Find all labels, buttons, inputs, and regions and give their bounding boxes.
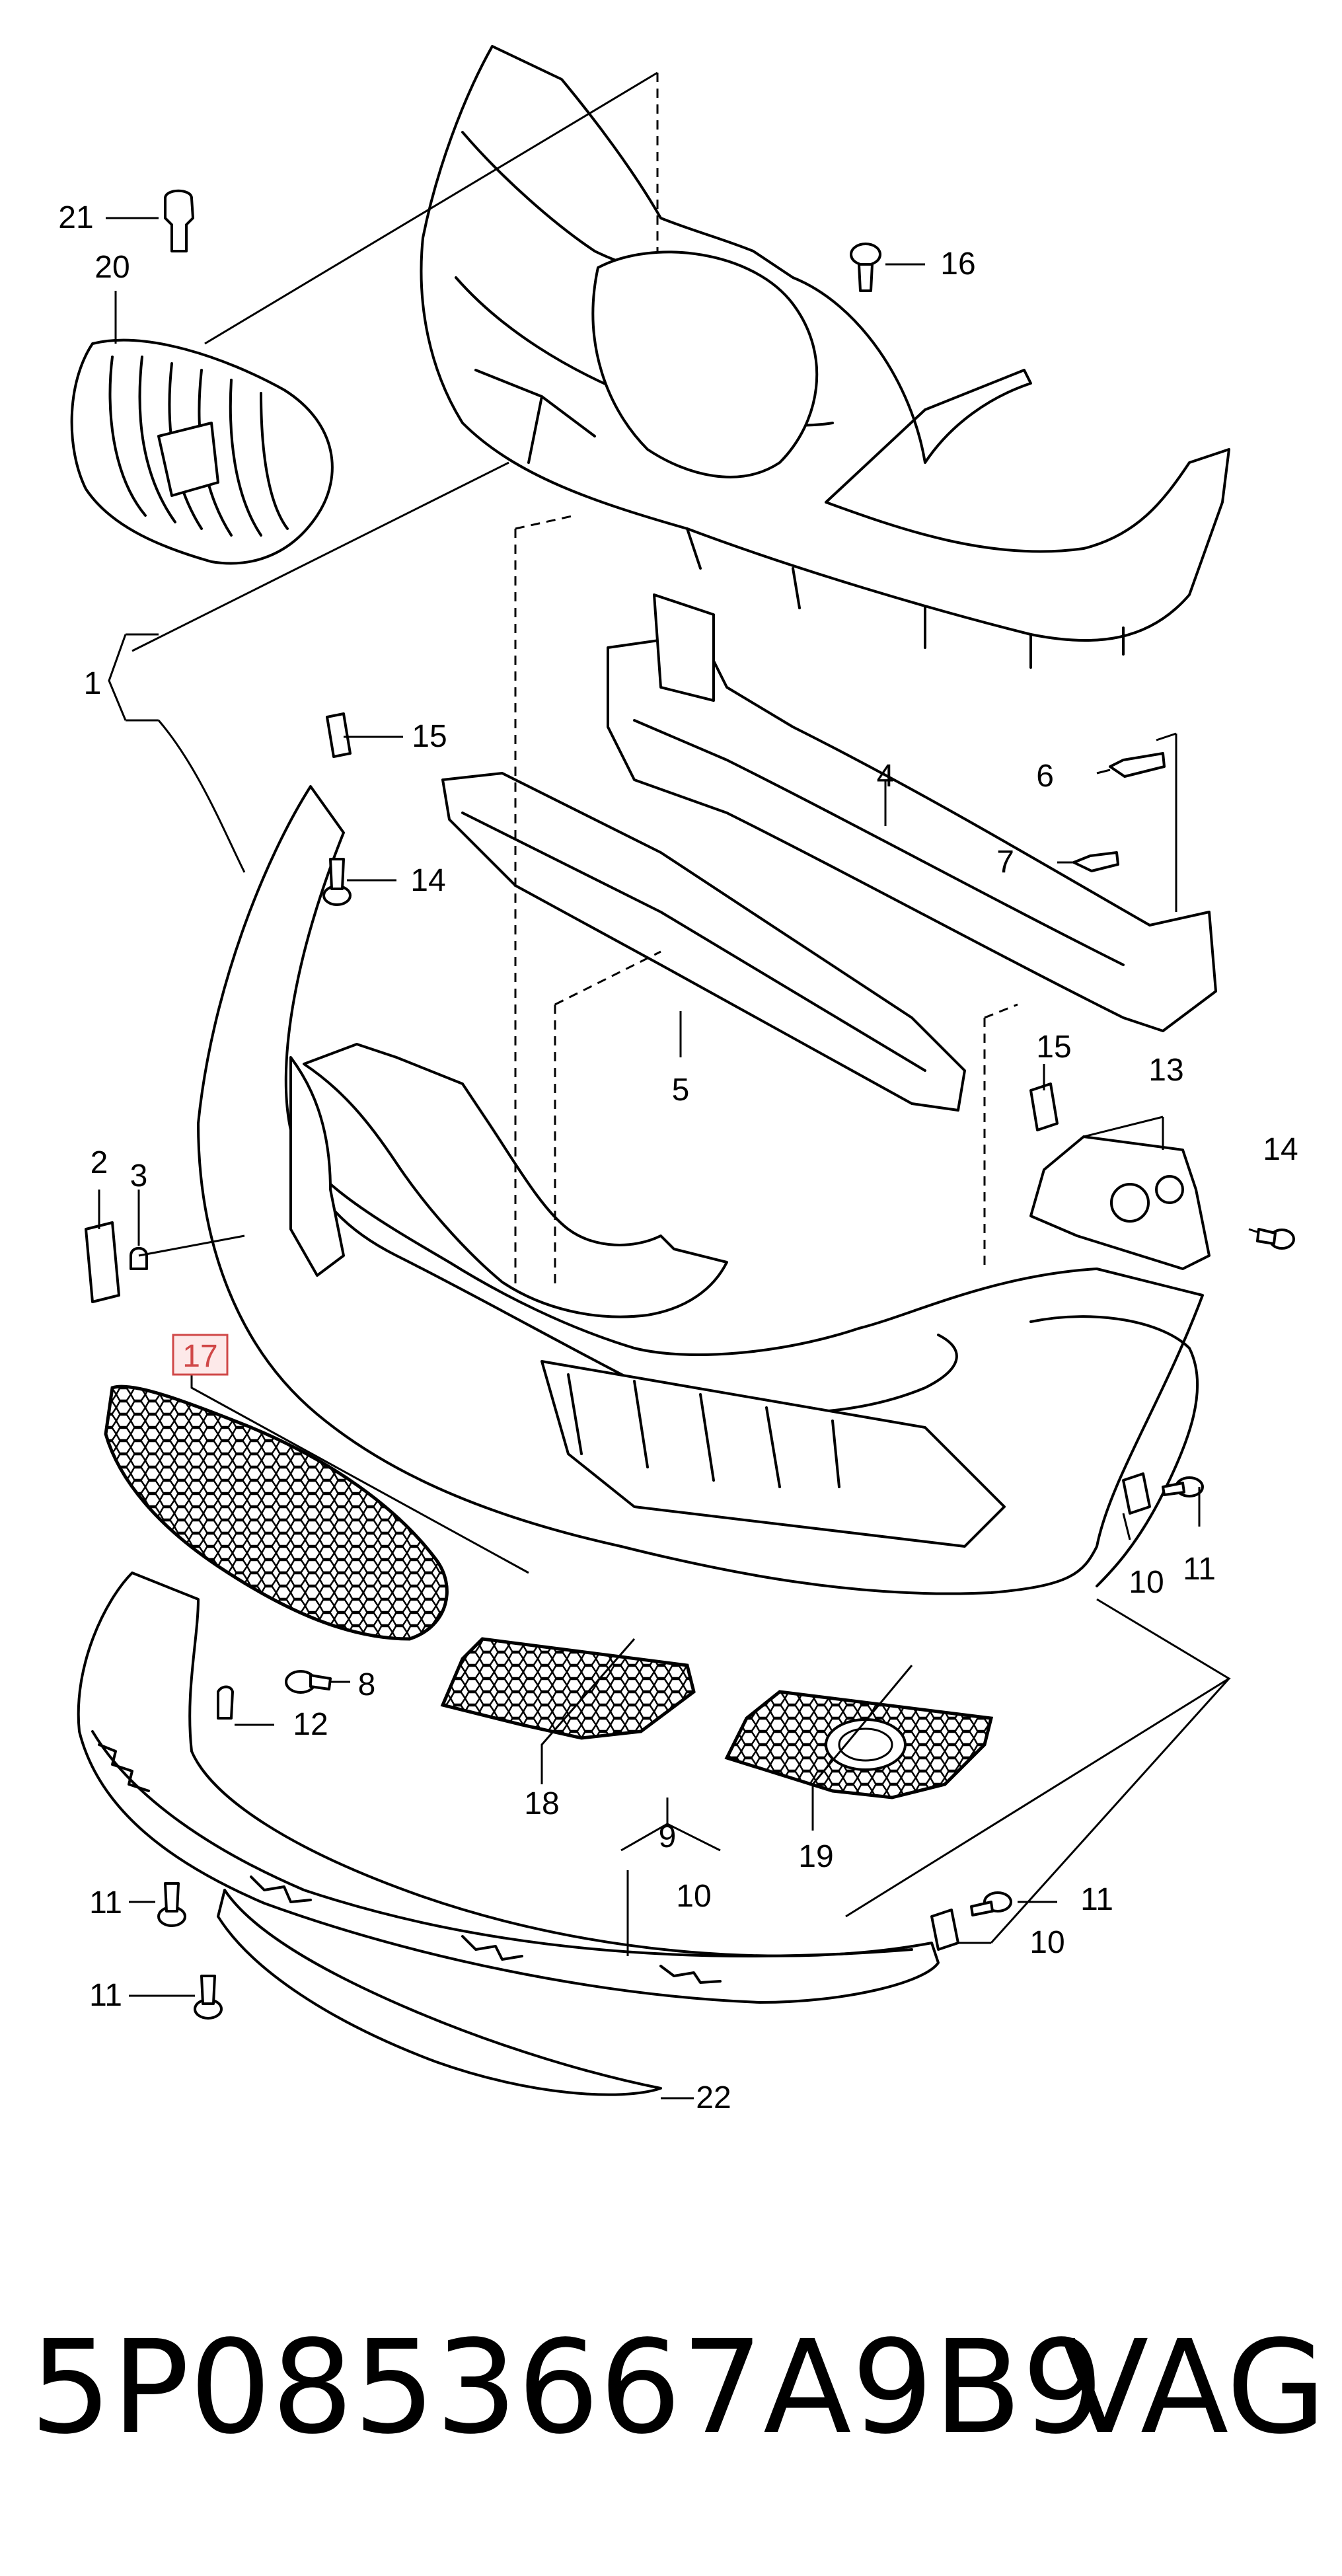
screw-14-left <box>322 858 352 906</box>
clip-15-upper <box>326 712 352 758</box>
callout-11-right-upper: 11 <box>1183 1552 1216 1587</box>
impact-absorber <box>441 772 966 1112</box>
callout-22: 22 <box>696 2080 731 2115</box>
callout-16: 16 <box>940 246 975 282</box>
callout-19: 19 <box>798 1839 833 1874</box>
nut-10-upper <box>1122 1472 1151 1515</box>
leader-lines <box>98 71 1259 2100</box>
callout-11-left-lower: 11 <box>89 1978 122 2013</box>
radiator-grille <box>70 338 334 565</box>
brand-caption: VAG <box>1061 2312 1326 2462</box>
callout-10-spoiler: 10 <box>676 1879 711 1914</box>
callout-21: 21 <box>58 200 93 235</box>
bumper-carrier <box>420 45 1230 669</box>
callout-2: 2 <box>91 1145 108 1180</box>
callout-17-highlight <box>172 1334 229 1376</box>
mounting-bracket-13 <box>1029 1135 1211 1270</box>
callout-9: 9 <box>659 1819 677 1854</box>
callout-10-upper: 10 <box>1129 1565 1164 1600</box>
bolt-6 <box>1109 752 1166 778</box>
clip-15-lower <box>1029 1082 1059 1131</box>
callout-14-left: 14 <box>410 863 445 898</box>
callout-12: 12 <box>293 1707 328 1742</box>
nut-10-lower <box>930 1909 959 1951</box>
lower-spoiler-9 <box>77 1572 940 2004</box>
callout-5: 5 <box>672 1073 690 1108</box>
screw-11-right-upper <box>1162 1476 1204 1497</box>
callout-labels: 1 2 3 4 5 6 7 8 9 10 10 10 11 11 11 11 1… <box>58 200 1298 2115</box>
callout-20: 20 <box>94 250 130 285</box>
clip-3 <box>130 1246 148 1270</box>
callout-11-right-lower: 11 <box>1080 1882 1113 1917</box>
cap-2 <box>85 1221 120 1303</box>
callout-14-right: 14 <box>1263 1132 1298 1167</box>
screw-8 <box>285 1670 332 1694</box>
callout-4: 4 <box>877 759 895 794</box>
screw-11-left-lower <box>194 1975 223 2020</box>
trim-strip-22 <box>217 1889 662 2096</box>
callout-10-lower: 10 <box>1029 1925 1064 1960</box>
callout-11-left-upper: 11 <box>89 1885 122 1920</box>
screw-11-left-upper <box>157 1882 186 1927</box>
bolt-7 <box>1072 851 1119 872</box>
callout-7: 7 <box>996 845 1014 880</box>
callout-15-upper: 15 <box>412 719 447 754</box>
callout-8: 8 <box>358 1667 376 1702</box>
callout-1: 1 <box>84 666 102 701</box>
part-number-caption: 5P0853667A9B9 <box>30 2312 1103 2462</box>
screw-14-right <box>1256 1228 1295 1250</box>
bumper-reinforcement <box>607 593 1217 1032</box>
callout-13: 13 <box>1148 1053 1183 1088</box>
callout-15-lower: 15 <box>1036 1030 1071 1065</box>
clip-21 <box>164 189 194 252</box>
fog-lamp-grille-19 <box>724 1690 994 1799</box>
callout-6: 6 <box>1036 759 1054 794</box>
lower-grille-17 <box>104 1384 449 1641</box>
callout-3: 3 <box>130 1158 148 1193</box>
side-grille-18 <box>440 1637 696 1740</box>
callout-18: 18 <box>524 1786 559 1821</box>
callout-17: 17 <box>182 1339 217 1374</box>
screw-16 <box>850 243 881 292</box>
screw-11-right-lower <box>970 1891 1012 1916</box>
